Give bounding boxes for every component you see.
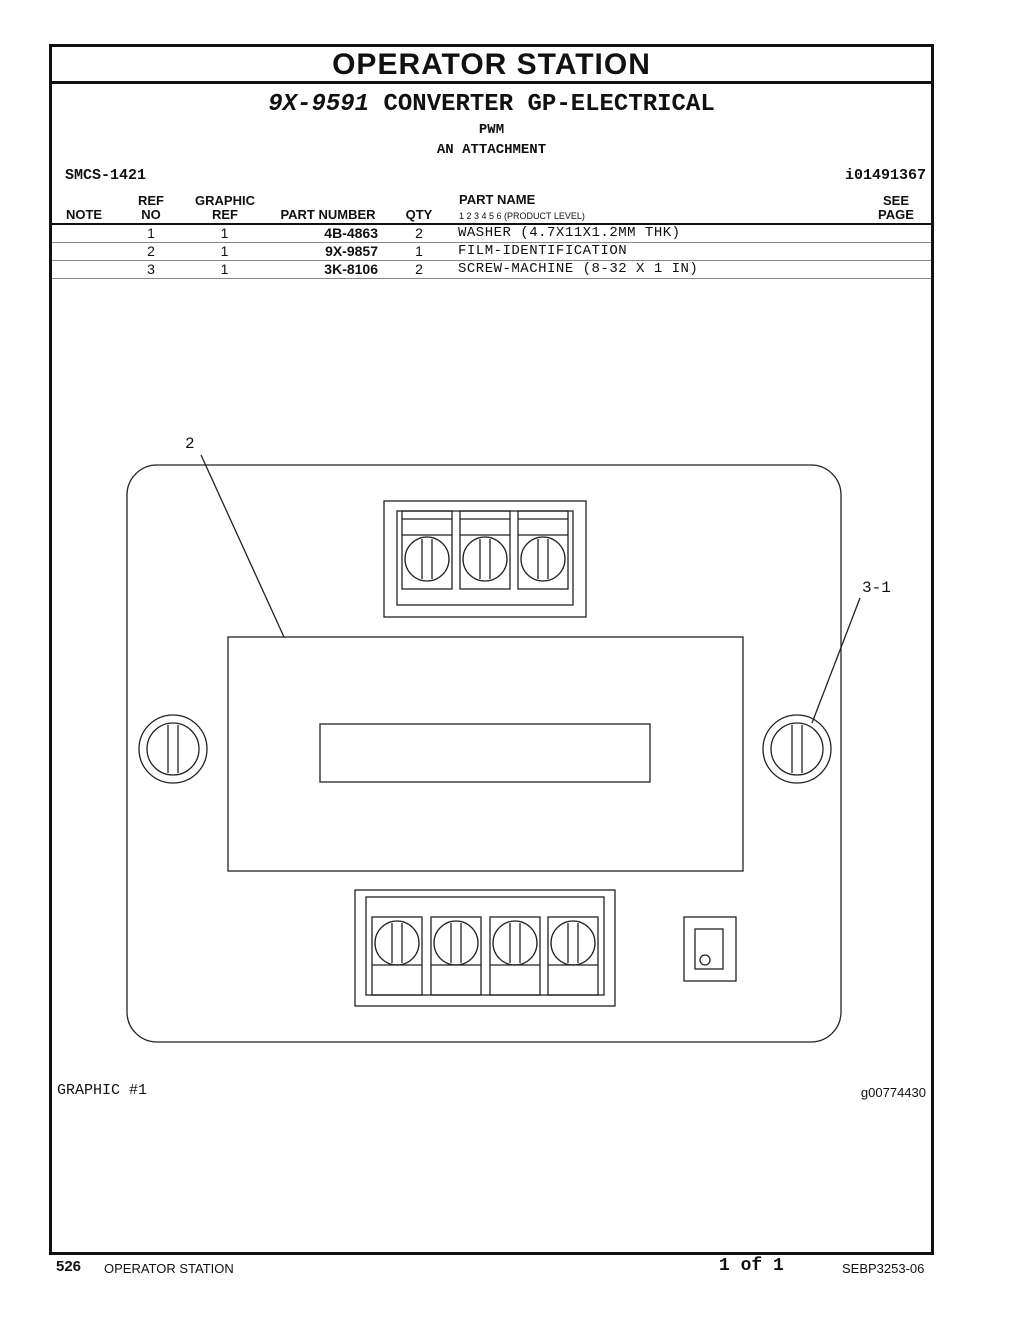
row-ref: 1 <box>147 225 155 241</box>
terminal <box>489 916 541 996</box>
footer-page-number: 526 <box>56 1258 82 1275</box>
row-part-name: FILM-IDENTIFICATION <box>458 243 628 259</box>
col-qty: QTY <box>405 207 433 222</box>
terminal <box>401 510 453 590</box>
page-frame: OPERATOR STATION 9X-9591 CONVERTER GP-EL… <box>49 44 934 1255</box>
row-ref: 2 <box>147 243 155 259</box>
table-header: NOTE REF NO GRAPHIC REF PART NUMBER QTY … <box>52 193 931 225</box>
row-part-number: 3K-8106 <box>324 261 378 277</box>
bottom-terminal-block <box>354 889 616 1007</box>
smcs-code: SMCS-1421 <box>65 167 147 184</box>
mounting-plate <box>126 464 842 1043</box>
table-row: 1 1 4B-4863 2 WASHER (4.7X11X1.2MM THK) <box>52 224 931 243</box>
document-ident: i01491367 <box>844 167 926 184</box>
col-see-bottom: PAGE <box>878 207 914 222</box>
row-part-number: 9X-9857 <box>325 243 378 259</box>
top-terminal-block <box>383 500 587 618</box>
graphic-label: GRAPHIC #1 <box>57 1082 148 1099</box>
col-part-name: PART NAME <box>459 192 536 207</box>
row-part-name: WASHER (4.7X11X1.2MM THK) <box>458 225 681 241</box>
group-part-number: 9X-9591 <box>268 91 370 118</box>
callout-label-screw: 3-1 <box>862 579 891 597</box>
footer-doc-id: SEBP3253-06 <box>842 1261 925 1276</box>
row-ref: 3 <box>147 261 155 277</box>
table-row: 2 1 9X-9857 1 FILM-IDENTIFICATION <box>52 242 931 261</box>
display-window <box>319 723 651 783</box>
right-screw <box>762 714 832 784</box>
callout-label-film: 2 <box>185 435 195 453</box>
col-part-number: PART NUMBER <box>280 207 376 222</box>
identification-film <box>227 636 744 872</box>
terminal <box>517 510 569 590</box>
row-qty: 1 <box>415 243 423 259</box>
footer-section: OPERATOR STATION <box>104 1261 234 1276</box>
col-product-levels: 1 2 3 4 5 6 (PRODUCT LEVEL) <box>459 211 585 221</box>
callout-leader-screw <box>811 597 861 724</box>
terminal <box>547 916 599 996</box>
row-graphic-ref: 1 <box>220 225 229 241</box>
subtitle-line-attachment: AN ATTACHMENT <box>436 142 547 158</box>
terminal <box>430 916 482 996</box>
part-title: 9X-9591 CONVERTER GP-ELECTRICAL <box>52 91 931 118</box>
subtitle-line-pwm: PWM <box>478 122 505 138</box>
table-row: 3 1 3K-8106 2 SCREW-MACHINE (8-32 X 1 IN… <box>52 260 931 279</box>
col-see-top: SEE <box>882 193 909 208</box>
row-part-name: SCREW-MACHINE (8-32 X 1 IN) <box>458 261 699 277</box>
terminal <box>371 916 423 996</box>
col-ref-bottom: NO <box>141 207 161 222</box>
graphic-id: g00774430 <box>860 1085 926 1100</box>
row-part-number: 4B-4863 <box>324 225 378 241</box>
row-graphic-ref: 1 <box>220 243 229 259</box>
terminal <box>459 510 511 590</box>
callout-leader-film <box>200 454 285 638</box>
row-graphic-ref: 1 <box>220 261 229 277</box>
col-graphic-top: GRAPHIC <box>195 193 255 208</box>
row-qty: 2 <box>415 261 423 277</box>
section-title: OPERATOR STATION <box>52 47 931 84</box>
col-graphic-bottom: REF <box>212 207 238 222</box>
footer-page-of: 1 of 1 <box>719 1256 784 1276</box>
col-ref-top: REF <box>138 193 164 208</box>
converter-illustration <box>126 454 861 1043</box>
indicator-switch <box>683 916 737 982</box>
row-qty: 2 <box>415 225 423 241</box>
col-note: NOTE <box>65 207 103 222</box>
group-name: CONVERTER GP-ELECTRICAL <box>383 91 715 118</box>
left-screw <box>138 714 208 784</box>
